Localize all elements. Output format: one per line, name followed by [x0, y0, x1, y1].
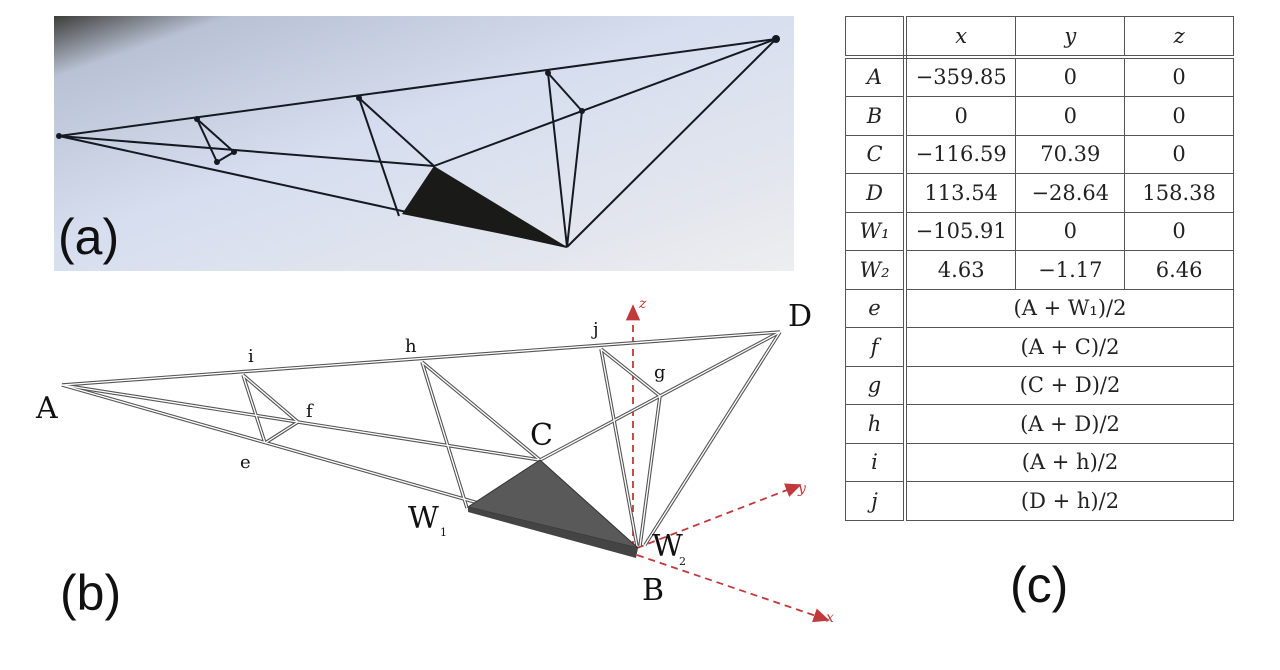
node-label-g: g	[654, 362, 666, 383]
node-label-D: D	[788, 299, 812, 334]
table-row: D 113.54 −28.64 158.38	[845, 173, 1234, 213]
node-cell: W₁	[845, 211, 907, 251]
z-cell: 0	[1124, 56, 1234, 97]
node-label-W1-sub: 1	[440, 526, 447, 539]
node-cell: g	[845, 365, 907, 405]
x-cell: 113.54	[904, 173, 1017, 213]
node-cell: h	[845, 404, 907, 444]
x-cell: 4.63	[904, 250, 1017, 290]
formula-row: e (A + W₁)/2	[845, 288, 1234, 328]
y-cell: −28.64	[1015, 173, 1126, 213]
node-cell: i	[845, 442, 907, 482]
photo-panel: (a)	[54, 16, 794, 271]
y-cell: −1.17	[1015, 250, 1126, 290]
node-label-h: h	[405, 336, 417, 357]
node-cell: f	[845, 327, 907, 367]
z-cell: 0	[1124, 96, 1234, 136]
table-header-row: x y z	[845, 16, 1234, 59]
y-cell: 0	[1015, 96, 1126, 136]
formula-row: f (A + C)/2	[845, 327, 1234, 367]
y-cell: 0	[1015, 56, 1126, 97]
z-cell: 158.38	[1124, 173, 1234, 213]
header-cell-z: z	[1124, 16, 1234, 59]
structure-schematic: A B C D W 1 W 2 e f g h i j z y x	[35, 296, 834, 626]
z-cell: 0	[1124, 211, 1234, 251]
z-cell: 6.46	[1124, 250, 1234, 290]
node-label-A: A	[35, 391, 58, 426]
node-cell: C	[845, 134, 907, 174]
formula-cell: (A + h)/2	[904, 442, 1234, 482]
axis-label-y: y	[797, 481, 807, 497]
axis-label-x: x	[826, 610, 834, 626]
x-cell: −359.85	[904, 56, 1017, 97]
header-cell-blank	[845, 16, 907, 59]
coordinate-table: x y z A −359.85 0 0 B 0 0 0 C −116.59 70…	[845, 16, 1234, 521]
node-label-f: f	[306, 401, 314, 422]
node-cell: j	[845, 481, 907, 521]
node-label-C: C	[530, 418, 553, 453]
x-axis	[636, 554, 830, 623]
y-cell: 0	[1015, 211, 1126, 251]
node-label-W2-sub: 2	[679, 555, 686, 568]
x-cell: −105.91	[904, 211, 1017, 251]
node-label-W1: W	[408, 501, 439, 536]
table-row: B 0 0 0	[845, 96, 1234, 136]
table-row: W₁ −105.91 0 0	[845, 211, 1234, 251]
prototype-photo	[54, 16, 794, 271]
formula-cell: (D + h)/2	[904, 481, 1234, 521]
schematic-panel: A B C D W 1 W 2 e f g h i j z y x (b)	[0, 280, 845, 670]
header-cell-x: x	[904, 16, 1017, 59]
axis-label-z: z	[638, 296, 647, 312]
formula-cell: (C + D)/2	[904, 365, 1234, 405]
node-cell: W₂	[845, 250, 907, 290]
y-cell: 70.39	[1015, 134, 1126, 174]
formula-row: h (A + D)/2	[845, 404, 1234, 444]
table-row: W₂ 4.63 −1.17 6.46	[845, 250, 1234, 290]
y-axis	[636, 483, 802, 549]
z-cell: 0	[1124, 134, 1234, 174]
node-label-e: e	[240, 452, 251, 473]
table-row: C −116.59 70.39 0	[845, 134, 1234, 174]
formula-cell: (A + C)/2	[904, 327, 1234, 367]
node-label-W2: W	[652, 529, 683, 564]
panel-label-a: (a)	[58, 209, 120, 265]
x-cell: 0	[904, 96, 1017, 136]
node-cell: B	[845, 96, 907, 136]
x-cell: −116.59	[904, 134, 1017, 174]
formula-cell: (A + D)/2	[904, 404, 1234, 444]
header-cell-y: y	[1015, 16, 1126, 59]
table-row: A −359.85 0 0	[845, 56, 1234, 97]
formula-row: j (D + h)/2	[845, 481, 1234, 521]
node-cell: e	[845, 288, 907, 328]
node-cell: A	[845, 56, 907, 97]
panel-label-b: (b)	[60, 565, 122, 621]
node-label-j: j	[591, 319, 599, 340]
formula-row: i (A + h)/2	[845, 442, 1234, 482]
formula-row: g (C + D)/2	[845, 365, 1234, 405]
node-label-i: i	[248, 346, 254, 367]
node-label-B: B	[642, 573, 664, 608]
panel-label-c: (c)	[1010, 557, 1069, 613]
formula-cell: (A + W₁)/2	[904, 288, 1234, 328]
node-cell: D	[845, 173, 907, 213]
